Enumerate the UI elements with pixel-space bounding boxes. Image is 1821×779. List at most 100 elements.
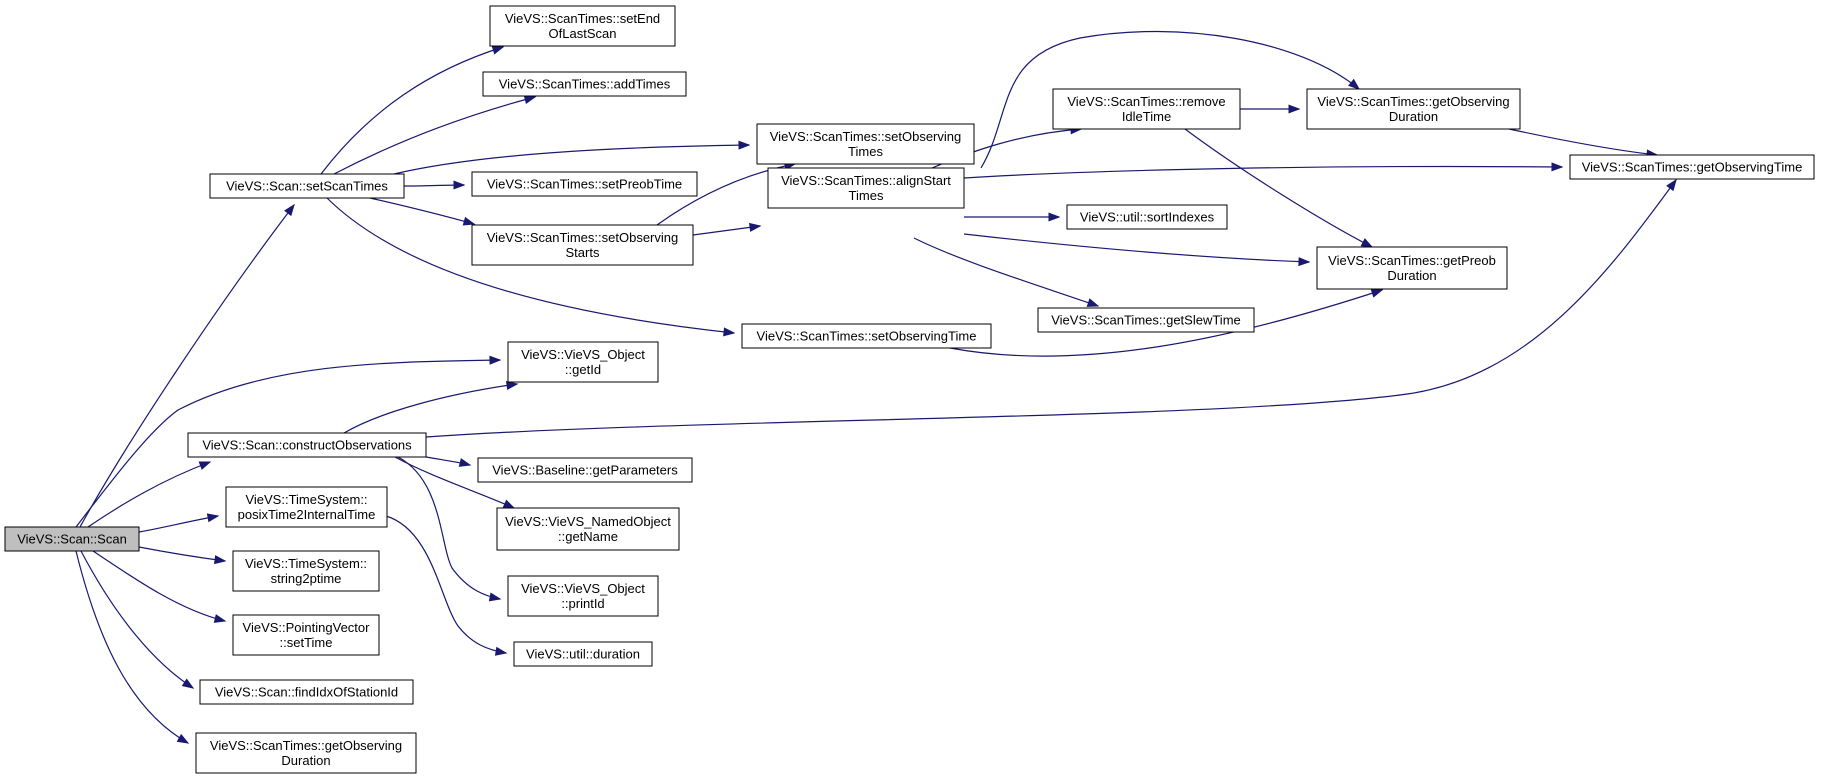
arrow-head-icon	[491, 45, 505, 55]
node-label: ::printId	[561, 596, 604, 611]
arrow-head-icon	[1551, 162, 1564, 172]
node-box	[482, 71, 687, 97]
node-label: VieVS::ScanTimes::setObserving	[487, 230, 678, 245]
edge-line	[963, 165, 1563, 179]
node-label: VieVS::ScanTimes::setEnd	[505, 11, 660, 26]
edge-line	[369, 197, 475, 225]
node-label: Times	[849, 188, 884, 203]
edge-constructObservations-to-getParameters	[425, 456, 472, 467]
arrow-head-icon	[748, 222, 762, 232]
edge-setObservingStarts-to-alignStartTimes	[692, 222, 762, 236]
node-printId[interactable]: VieVS::VieVS_Object::printId	[507, 575, 659, 617]
edge-setScanTimes-to-addTimes	[333, 95, 537, 175]
edge-line	[333, 96, 536, 175]
edge-getObservingDuration1-to-getObservingTime	[1508, 128, 1659, 159]
arrow-head-icon	[738, 140, 751, 150]
node-label: ::getId	[565, 362, 601, 377]
arrow-head-icon	[488, 592, 502, 602]
node-label: Starts	[566, 245, 600, 260]
node-constructObservations[interactable]: VieVS::Scan::constructObservations	[187, 432, 427, 458]
arrow-head-icon	[1288, 104, 1301, 114]
node-label: VieVS::ScanTimes::remove	[1067, 94, 1225, 109]
node-label: VieVS::Baseline::getParameters	[492, 463, 678, 478]
arrow-head-icon	[489, 355, 502, 365]
node-label: VieVS::ScanTimes::addTimes	[499, 77, 671, 92]
node-string2ptime[interactable]: VieVS::TimeSystem::string2ptime	[232, 550, 380, 592]
node-label: ::setTime	[280, 635, 333, 650]
edge-scan-to-setScanTimes	[79, 203, 295, 528]
edge-line	[963, 233, 1310, 263]
node-label: VieVS::VieVS_NamedObject	[505, 514, 671, 529]
edge-scan-to-string2ptime	[138, 546, 227, 565]
node-label: VieVS::ScanTimes::getObservingTime	[1582, 160, 1803, 175]
edge-line	[397, 456, 501, 600]
edge-alignStartTimes-to-sortIndexes	[964, 212, 1061, 222]
node-label: Times	[848, 144, 883, 159]
arrow-head-icon	[181, 678, 195, 689]
node-sortIndexes[interactable]: VieVS::util::sortIndexes	[1066, 204, 1228, 230]
edge-line	[92, 550, 226, 622]
node-label: VieVS::TimeSystem::	[245, 492, 367, 507]
node-getObservingTime[interactable]: VieVS::ScanTimes::getObservingTime	[1569, 154, 1815, 180]
edge-line	[326, 197, 735, 334]
node-label: VieVS::VieVS_Object	[521, 347, 645, 362]
node-box	[225, 486, 388, 528]
arrow-head-icon	[206, 513, 220, 523]
node-posixTime2InternalTime[interactable]: VieVS::TimeSystem::posixTime2InternalTim…	[225, 486, 388, 528]
node-label: IdleTime	[1122, 109, 1171, 124]
edge-line	[138, 546, 226, 562]
edge-scan-to-getObservingDuration2	[75, 550, 190, 744]
edge-line	[75, 550, 189, 744]
arrow-head-icon	[1360, 238, 1374, 248]
edges	[75, 30, 1677, 744]
node-getParameters[interactable]: VieVS::Baseline::getParameters	[477, 457, 693, 483]
arrow-head-icon	[1666, 178, 1677, 192]
node-scan[interactable]: VieVS::Scan::Scan	[4, 526, 140, 552]
node-box	[209, 173, 405, 199]
node-label: VieVS::ScanTimes::getObserving	[1317, 94, 1509, 109]
node-label: VieVS::ScanTimes::setPreobTime	[487, 177, 682, 192]
edge-line	[138, 515, 219, 533]
node-label: VieVS::ScanTimes::getSlewTime	[1051, 313, 1241, 328]
node-box	[1306, 88, 1521, 130]
node-setPreobTime[interactable]: VieVS::ScanTimes::setPreobTime	[471, 171, 698, 197]
node-label: OfLastScan	[549, 26, 617, 41]
node-addTimes[interactable]: VieVS::ScanTimes::addTimes	[482, 71, 687, 97]
edge-line	[79, 204, 295, 528]
node-label: VieVS::TimeSystem::	[245, 556, 367, 571]
node-duration[interactable]: VieVS::util::duration	[513, 641, 653, 667]
arrow-head-icon	[523, 95, 537, 105]
node-getId[interactable]: VieVS::VieVS_Object::getId	[507, 341, 659, 383]
edge-alignStartTimes-to-getPreobDuration	[963, 233, 1311, 267]
node-findIdxOfStationId[interactable]: VieVS::Scan::findIdxOfStationId	[199, 679, 414, 705]
node-setTime[interactable]: VieVS::PointingVector::setTime	[232, 614, 380, 656]
node-label: ::getName	[558, 529, 618, 544]
node-box	[1052, 88, 1241, 130]
arrow-head-icon	[462, 216, 476, 226]
arrow-head-icon	[1348, 78, 1361, 90]
node-box	[232, 550, 380, 592]
node-label: VieVS::Scan::constructObservations	[202, 438, 412, 453]
node-getSlewTime[interactable]: VieVS::ScanTimes::getSlewTime	[1037, 307, 1255, 333]
node-getName[interactable]: VieVS::VieVS_NamedObject::getName	[496, 507, 680, 551]
edge-setScanTimes-to-setObservingStarts	[369, 197, 476, 226]
arrow-head-icon	[198, 461, 212, 470]
node-box	[756, 123, 975, 165]
node-label: VieVS::Scan::Scan	[17, 532, 127, 547]
node-box	[489, 5, 676, 47]
node-box	[1569, 154, 1815, 180]
edge-scan-to-getId	[75, 355, 502, 528]
node-setScanTimes[interactable]: VieVS::Scan::setScanTimes	[209, 173, 405, 199]
node-label: VieVS::util::duration	[526, 647, 640, 662]
node-setObservingTime[interactable]: VieVS::ScanTimes::setObservingTime	[741, 323, 992, 349]
node-label: VieVS::ScanTimes::getPreob	[1328, 253, 1496, 268]
